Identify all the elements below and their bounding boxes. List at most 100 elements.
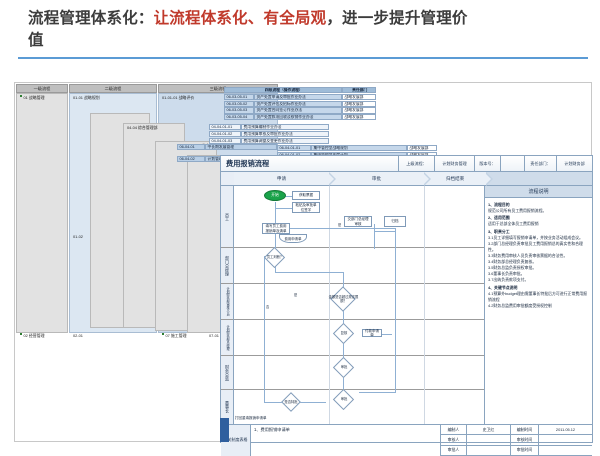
tree-node-label: 战略规划 <box>84 95 100 100</box>
tree-node-code: 04-04 <box>127 125 137 130</box>
lane-divider <box>234 319 484 320</box>
sign-time: 2011.05.12 <box>538 425 592 436</box>
table-row[interactable]: 06-04-01-01 集中管控型战略规划 战略发展部 <box>277 145 437 152</box>
tree-node-01[interactable]: 01 战略管理 <box>18 94 44 102</box>
phase-band: 申请 审批 归档结束 <box>221 172 592 186</box>
cell-name: 中长期发展管理 <box>205 144 277 151</box>
table-row[interactable]: 04-04-01-01 费用预算编制作业办法 <box>209 124 329 131</box>
edge-label-yes-2: 是 <box>294 293 298 297</box>
table-row[interactable]: 04-04-01-02 费用预算审核及审批作业办法 <box>209 130 329 137</box>
lane-dept-manager: 部门总经理 <box>221 248 233 284</box>
phase-approve: 审批 <box>329 172 431 186</box>
phase-label: 归档结束 <box>445 175 465 181</box>
note-heading: 4、关键节点说明 <box>488 284 518 290</box>
flow-node-fill-form[interactable]: 填写员工费用报销单及清单 <box>262 223 290 234</box>
connector <box>343 378 344 392</box>
cell-dept: 战略发展部 <box>342 114 376 121</box>
lane-employee: 员工 <box>221 186 233 248</box>
table-row[interactable]: 06-03-05-03 资产处置合同签订作业办法 战略发展部 <box>224 107 376 114</box>
table-row[interactable]: 06-03-05-04 资产处置款项回收及核销作业办法 战略发展部 <box>224 114 376 121</box>
header-dept-value: 计划财务部 <box>564 160 585 166</box>
note-text: 3.7出纳负责款项支付。 <box>488 277 529 283</box>
tree-node-04-04[interactable]: 04-04 综合管理部 <box>125 124 158 132</box>
flow-node-get-invoice[interactable]: 获取票据 <box>292 191 320 200</box>
flow-decision-approve2-label: 审批 <box>340 397 348 402</box>
tree-node-02-01[interactable]: 02-01 <box>71 332 83 340</box>
lane-divider <box>234 389 484 390</box>
note-text: 3.4财务部总经理负责复核。 <box>488 258 537 264</box>
code-table-a: 四级流程（操作流程） 责任部门 06-03-05-01 资产处置申请及审批作业办… <box>224 87 376 121</box>
header-parent-process-label: 上级流程： <box>399 156 435 171</box>
phase-spacer <box>221 172 234 185</box>
flow-node-start[interactable]: 开始 <box>264 190 286 201</box>
table-row[interactable]: 06-04-01 中长期发展管理 <box>177 144 277 151</box>
cell-dept: 战略发展部 <box>342 100 376 107</box>
tree-node-01-01[interactable]: 01-01 战略规划 <box>71 94 100 102</box>
tree-bullet-icon <box>20 95 22 97</box>
header-parent-process-value: 计划财务管理 <box>435 156 475 171</box>
flow-node-submit-manager[interactable]: 交部门总经理审核 <box>344 216 372 227</box>
connector <box>374 231 396 232</box>
flow-node-archive[interactable]: 归档 <box>384 216 406 227</box>
note-text: 4.2财务总监费用审批额度受授权控制 <box>488 302 552 308</box>
flow-node-paste-sign[interactable]: 粘贴及审批单位签字 <box>292 202 320 213</box>
chevron-right-inner-icon <box>328 173 334 185</box>
phase-apply: 申请 <box>234 172 336 186</box>
note-text: 3.2部门总经理负责审批员工费用报销总的真实性和合理性。 <box>488 240 583 252</box>
sign-time-label: 审批时间 <box>510 445 538 456</box>
connector <box>395 266 396 392</box>
lane-chairman: 董事长 <box>221 390 233 424</box>
note-heading: 3、职责分工 <box>488 228 510 234</box>
cell-name: 资产处置合同签订作业办法 <box>254 107 342 114</box>
flow-decision-employee-label: 员工判断？ <box>266 254 284 259</box>
cell-code: 06-04-01-01 <box>277 145 311 152</box>
tree-node-02[interactable]: 02 经营管理 <box>18 332 44 340</box>
cell-code: 04-04-01-01 <box>209 124 241 131</box>
tree-bullet-icon <box>20 333 22 335</box>
flow-node-payment-doc[interactable]: 付款申请单 <box>362 329 382 337</box>
note-text: 4.1预算外budget理由需董事长特批后方可进行正常费用报销流程 <box>488 290 588 302</box>
chevron-right-inner-icon <box>485 173 491 185</box>
cell-dept: 战略发展部 <box>342 107 376 114</box>
signature-row: 审批人 审批时间 <box>440 445 592 456</box>
edge-label-no: 否 <box>266 305 270 309</box>
connector <box>275 208 292 209</box>
tree-node-label: 综合管理部 <box>138 125 158 130</box>
flow-node-expense-doc[interactable]: 费用申请单 <box>279 234 307 243</box>
tree-node-07[interactable]: 07 施工管理 <box>160 332 186 340</box>
table-row[interactable]: 06-03-05-01 资产处置申请及审批作业办法 战略发展部 <box>224 93 376 100</box>
col-header-dept: 责任部门 <box>342 87 376 94</box>
lane-label-column: 员工 部门总经理 计划财务部审核人员 计划财务部总经理 财务总监 董事长 <box>221 186 234 424</box>
tree-node-code: 07-01 <box>209 333 219 338</box>
note-text: 规范公司所有员工费用报销流程。 <box>488 207 547 213</box>
signature-row: 编制人 史卫红 编制时间 2011.05.12 <box>440 425 592 436</box>
sign-role: 审核人 <box>440 435 466 446</box>
tree-node-code: 01 <box>23 95 28 100</box>
note-text: 适用于总部全体员工费用报销 <box>488 221 539 227</box>
chevron-right-inner-icon <box>423 173 429 185</box>
process-tree: 一级流程 二级流程 三级流程 01 战略管理 01-01 战略规划 01-01-… <box>15 83 278 443</box>
connector <box>275 202 276 224</box>
connector <box>275 272 343 273</box>
table-row[interactable]: 04-04-01-03 费用预算调整及变更作业办法 <box>209 137 329 144</box>
note-heading: 1、流程目的 <box>488 201 510 207</box>
tree-node-code: 01-02 <box>73 234 83 239</box>
flow-decision-recheck-label: 复核 <box>340 331 348 336</box>
sign-time <box>538 445 592 456</box>
connector <box>374 224 375 231</box>
footer-signature-block: 编制人 史卫红 编制时间 2011.05.12 审核人 审核时间 审批人 审批时… <box>440 425 592 456</box>
tree-node-code: 02-01 <box>73 333 83 338</box>
tree-node-01-02[interactable]: 01-02 <box>71 233 83 241</box>
tree-node-label: 战略评价 <box>178 95 195 100</box>
tree-pane-level1 <box>16 93 68 333</box>
connector <box>264 256 265 402</box>
flow-node-return-form[interactable]: 打回重填报销申请单 <box>234 414 276 422</box>
lane-finance-manager: 计划财务部总经理 <box>221 320 233 356</box>
flowchart-sheet: 费用报销流程 上级流程： 计划财务管理 版本号： 责任部门： 计划财务部 申请 … <box>220 155 593 456</box>
table-row[interactable]: 06-03-05-02 资产处置评估及招标作业办法 战略发展部 <box>224 100 376 107</box>
cell-name: 费用预算审核及审批作业办法 <box>241 130 329 137</box>
tree-node-code: 02 <box>23 333 28 338</box>
tree-node-01-01-01[interactable]: 01-01-01 战略评价 <box>160 94 194 102</box>
note-heading: 2、适用范围 <box>488 215 510 221</box>
cell-code: 06-03-05-04 <box>224 114 254 121</box>
